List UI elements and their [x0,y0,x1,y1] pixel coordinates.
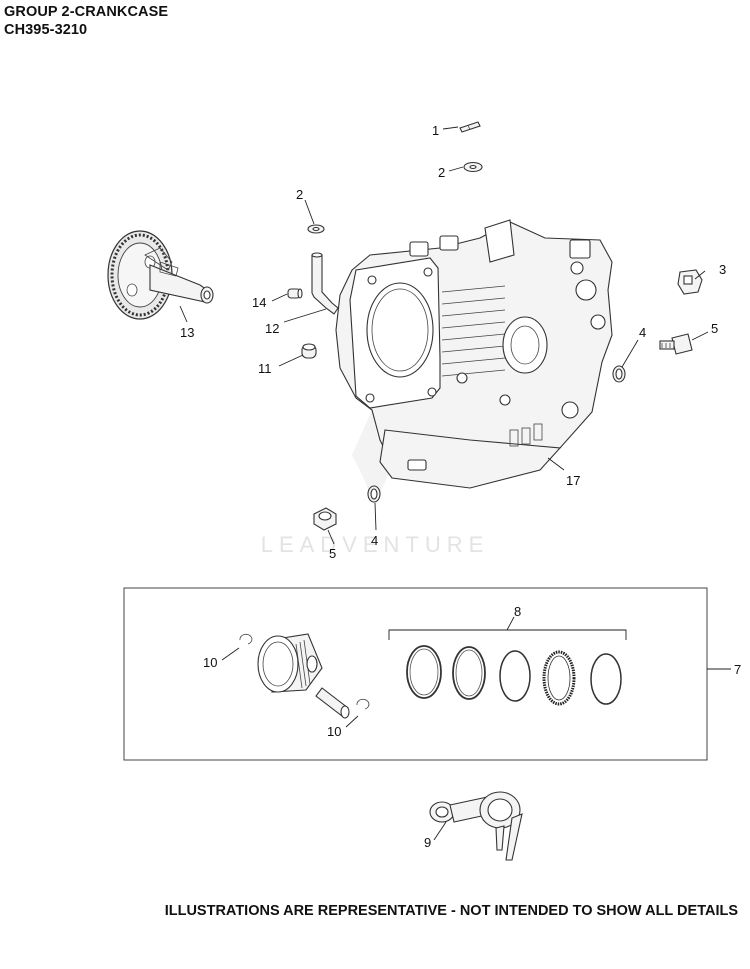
callout-8: 8 [514,604,521,619]
part-3-sensor [677,269,703,295]
diagram-title: GROUP 2-CRANKCASE [4,4,169,20]
leader-lines [179,126,731,841]
callout-9: 9 [424,835,431,850]
callout-10-bottom: 10 [327,724,341,739]
callout-13: 13 [180,325,194,340]
callout-17: 17 [566,473,580,488]
callout-2-left: 2 [296,187,303,202]
piston-pin [315,687,350,719]
part-10-circlip-bottom [356,698,370,710]
callout-14: 14 [252,295,266,310]
part-2-washer-top [463,161,483,173]
callout-10-top: 10 [203,655,217,670]
part-11-bushing [301,343,317,359]
part-17-crankcase [335,219,613,489]
callout-2-top: 2 [438,165,445,180]
piston-rings [406,645,622,706]
callout-4-right: 4 [639,325,646,340]
part-5-drain-plug-right [659,333,693,355]
part-9-connecting-rod [429,791,523,861]
piston-kit-box [123,587,708,761]
callout-1: 1 [432,123,439,138]
part-14-plug [287,288,303,299]
piston [257,633,323,693]
part-10-circlip-top [239,633,253,645]
callout-12: 12 [265,321,279,336]
callout-3: 3 [719,262,726,277]
callout-5-bottom: 5 [329,546,336,561]
callout-5-right: 5 [711,321,718,336]
callout-11: 11 [258,361,272,376]
part-4-oring-right [612,365,626,383]
model-number: CH395-3210 [4,22,88,38]
part-1-key [459,121,481,133]
ring-set-bracket [388,629,627,640]
callout-7: 7 [734,662,741,677]
disclaimer-note: ILLUSTRATIONS ARE REPRESENTATIVE - NOT I… [164,903,738,919]
callout-labels: 1 2 2 3 4 4 5 5 7 8 9 10 10 11 12 13 14 … [180,123,741,850]
watermark-text: LEADVENTURE [260,532,490,557]
part-2-washer-left [307,224,325,234]
part-12-breather-tube [311,252,339,315]
callout-4-bottom: 4 [371,533,378,548]
part-13-camshaft [107,230,214,320]
part-4-oring-bottom [367,485,381,503]
part-5-drain-plug-bottom [313,507,337,531]
